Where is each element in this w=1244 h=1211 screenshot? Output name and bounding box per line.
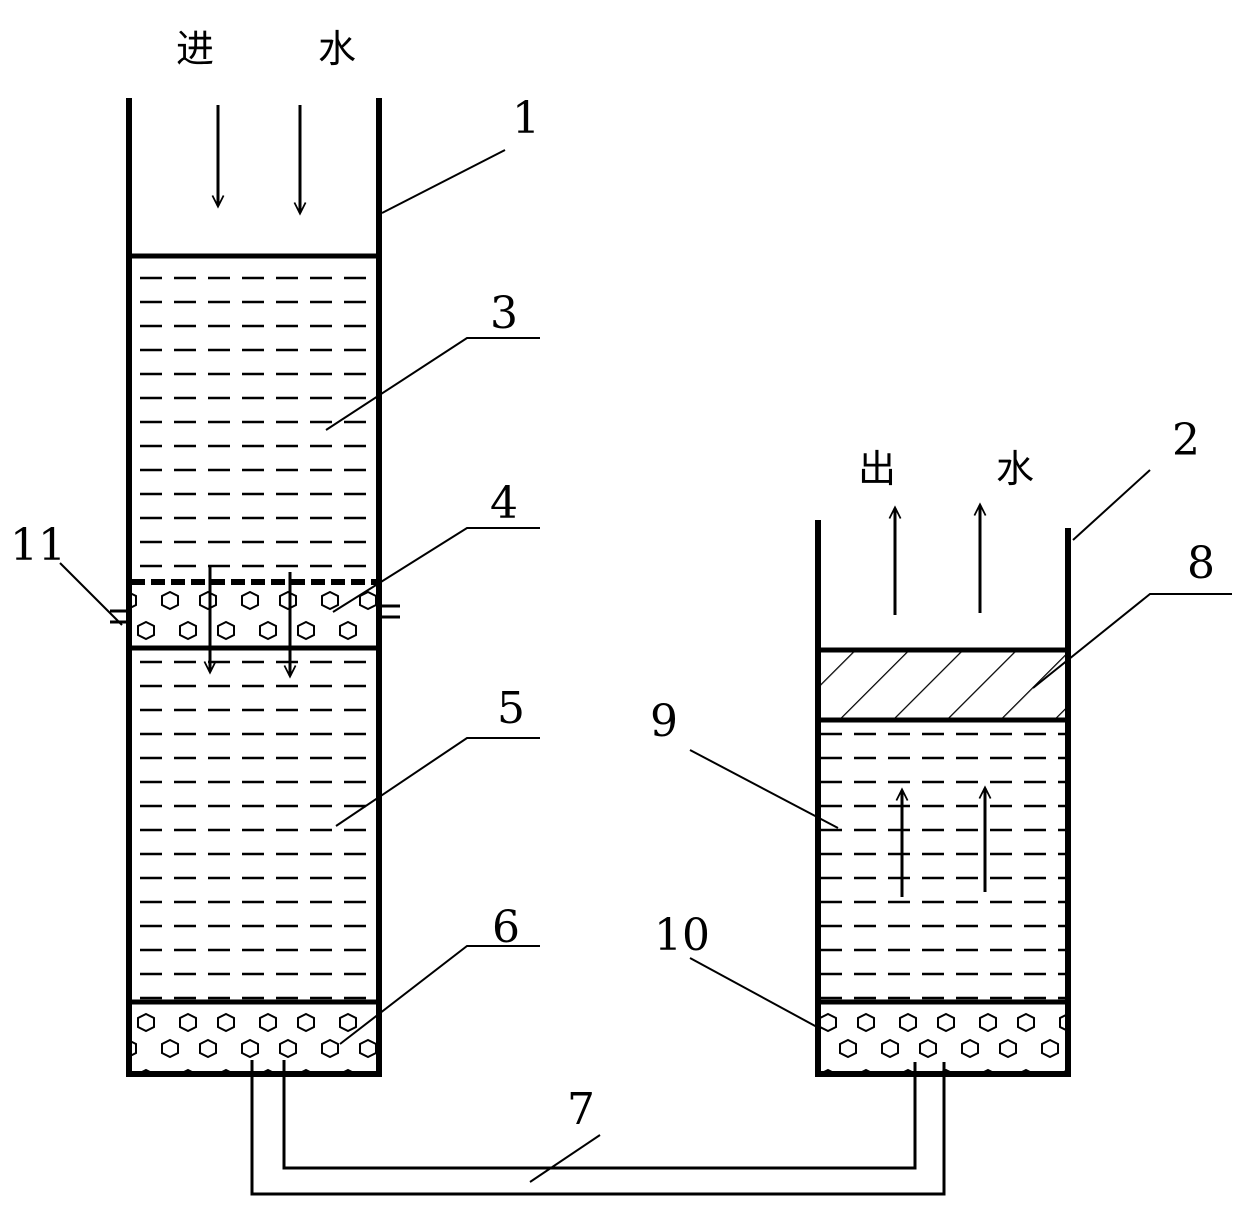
callout-7: 7 xyxy=(567,1084,595,1135)
left-column xyxy=(110,98,400,1077)
leader-lines xyxy=(59,149,1232,1183)
bottom-gravel-layer xyxy=(131,1004,377,1074)
inlet-label-char: 进 xyxy=(176,27,214,71)
connecting-pipe-outer xyxy=(250,1060,946,1196)
outlet-label-char: 水 xyxy=(996,447,1034,491)
callout-10: 10 xyxy=(654,910,710,961)
inlet-label-char: 水 xyxy=(318,27,356,71)
connecting-pipe-inner xyxy=(282,1060,917,1170)
right-liquid-layer xyxy=(820,722,1066,1000)
upper-liquid-layer xyxy=(131,258,377,580)
callout-6: 6 xyxy=(492,902,520,953)
callout-8: 8 xyxy=(1187,538,1215,589)
middle-gravel-layer xyxy=(131,584,377,646)
right-column xyxy=(815,502,1071,1077)
callout-9: 9 xyxy=(650,696,678,747)
callout-2: 2 xyxy=(1172,415,1200,466)
outlet-label-char: 出 xyxy=(858,447,896,491)
callout-1: 1 xyxy=(512,93,540,144)
callout-11: 11 xyxy=(10,520,66,571)
callout-3: 3 xyxy=(490,288,518,339)
lower-liquid-layer xyxy=(131,650,377,1000)
callout-4: 4 xyxy=(490,478,518,529)
callout-5: 5 xyxy=(497,683,525,734)
filter-media-layer xyxy=(820,652,1066,718)
